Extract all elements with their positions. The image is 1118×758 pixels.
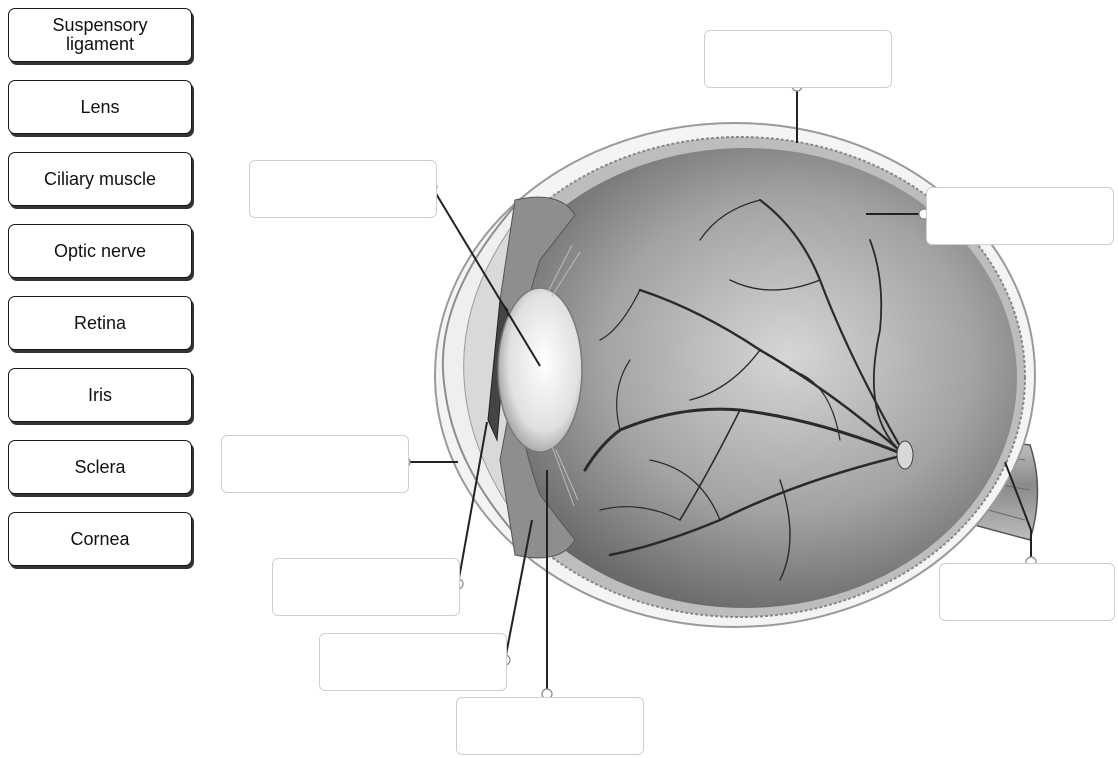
drop-target-lower-left-1[interactable]: [272, 558, 460, 616]
drop-target-upper-left[interactable]: [249, 160, 437, 218]
drop-target-bottom[interactable]: [456, 697, 644, 755]
drop-target-lower-left-2[interactable]: [319, 633, 507, 691]
drop-target-mid-left[interactable]: [221, 435, 409, 493]
drop-target-upper-right[interactable]: [926, 187, 1114, 245]
drop-target-top[interactable]: [704, 30, 892, 88]
lens-shape: [498, 288, 582, 452]
drop-target-lower-right[interactable]: [939, 563, 1115, 621]
